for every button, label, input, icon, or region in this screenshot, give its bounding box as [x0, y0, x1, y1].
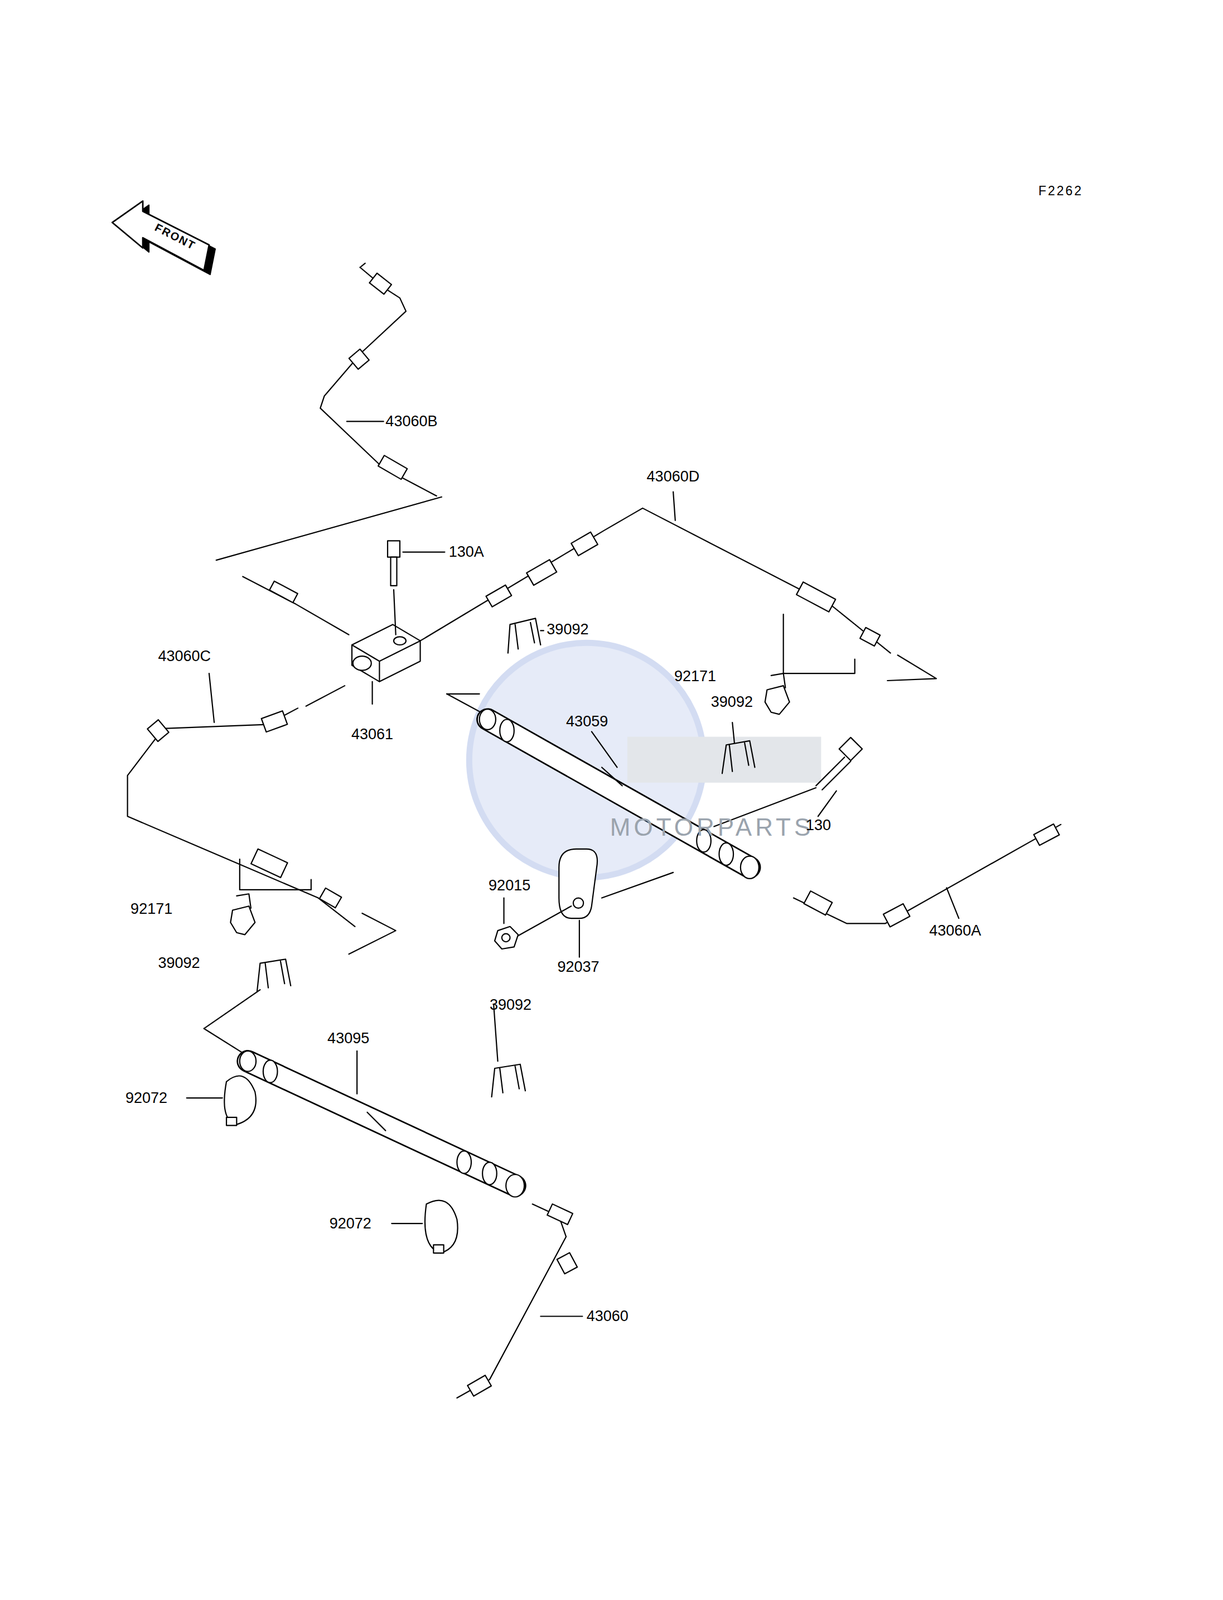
figure-code: F2262 — [1038, 184, 1084, 198]
callout-number: 130A — [448, 544, 485, 560]
callout-number: 92072 — [125, 1090, 168, 1106]
callout-number: 39092 — [711, 694, 753, 710]
callout-number: 92037 — [557, 959, 600, 975]
callout-number: 92171 — [130, 901, 173, 917]
callout-number: 39092 — [157, 955, 200, 971]
callout-number: 43095 — [327, 1030, 370, 1046]
watermark: MOTORPARTS — [610, 814, 815, 840]
callout-number: 43059 — [566, 713, 608, 729]
clip-92171 — [230, 673, 790, 935]
callout-number: 43060A — [929, 922, 981, 939]
callout-number: 92171 — [674, 668, 717, 684]
callout-number: 39092 — [546, 621, 589, 637]
callout-number: 130 — [805, 817, 831, 833]
callout-number: 92015 — [488, 877, 531, 893]
clip-39092 — [257, 617, 756, 1097]
callout-number: 43061 — [351, 726, 394, 742]
callout-number: 92072 — [329, 1215, 372, 1231]
cable-43060a — [793, 823, 1061, 927]
cable-43060d — [420, 491, 937, 681]
callout-number: 39092 — [489, 997, 532, 1013]
hose-43095 — [204, 989, 525, 1197]
clamp-92037 — [494, 848, 598, 957]
band-92072 — [186, 1075, 458, 1254]
watermark-block — [627, 736, 822, 783]
cable-43060b — [320, 263, 437, 496]
cable-43060c — [127, 673, 396, 954]
front-arrow — [112, 200, 216, 275]
bolt-130 — [713, 737, 863, 827]
callout-number: 43060D — [646, 469, 700, 485]
callout-number: 43060C — [157, 648, 211, 664]
junction-43061 — [351, 540, 445, 704]
hose-43059 — [446, 693, 760, 898]
callout-number: 43060 — [586, 1308, 629, 1324]
callout-number: 43060B — [385, 413, 438, 429]
cable-43060 — [456, 1203, 583, 1398]
